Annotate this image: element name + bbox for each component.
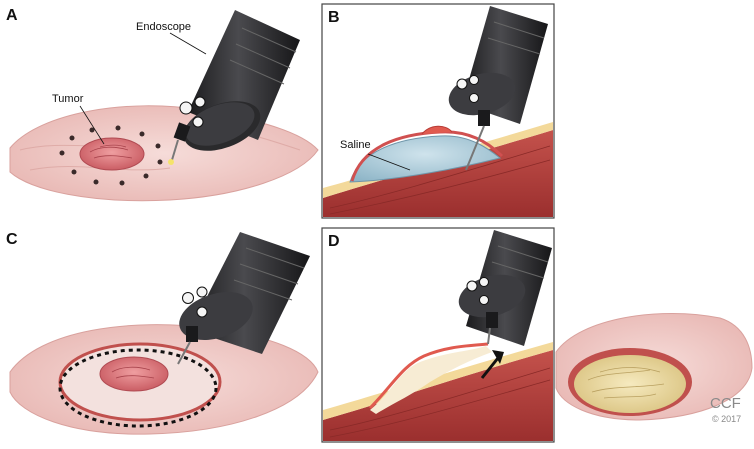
panel-c-letter: C: [6, 231, 18, 248]
saline-leader-line: [367, 153, 411, 171]
panel-c: C: [6, 231, 319, 435]
mucosa-surface-a: [9, 105, 319, 202]
resection-defect: CCF © 2017: [555, 313, 753, 424]
endoscope-label: Endoscope: [136, 21, 191, 33]
credit-name: CCF: [710, 395, 741, 412]
panel-b: B Saline: [321, 3, 555, 219]
tumor: [79, 137, 145, 171]
tumor-label: Tumor: [52, 93, 84, 105]
credit-year: © 2017: [712, 414, 741, 424]
endoscope-leader-line: [169, 32, 207, 55]
saline-bleb: [349, 135, 502, 183]
endoscope-b: [448, 6, 548, 171]
panel-d-letter: D: [328, 233, 340, 250]
endoscope-c: [177, 232, 310, 365]
exposed-submucosa: [574, 355, 686, 413]
endoscope-d: [458, 230, 552, 346]
coagulation-marks: [59, 125, 163, 186]
tumor-leader-line: [79, 105, 105, 145]
saline-label: Saline: [340, 139, 371, 151]
panel-a-letter: A: [6, 7, 18, 24]
lifted-mucosa-flap: [368, 342, 489, 410]
circumferential-incision: [58, 348, 218, 428]
endoscope-a: [168, 10, 300, 165]
panel-b-letter: B: [328, 9, 340, 26]
panel-d: D: [321, 227, 555, 443]
panel-a: A Tumor Endoscope: [6, 7, 319, 202]
dissection-plane: [370, 346, 492, 414]
tumor-c: [99, 356, 169, 392]
lift-arrow-head: [492, 350, 504, 364]
lift-arrow-shaft: [480, 357, 500, 379]
